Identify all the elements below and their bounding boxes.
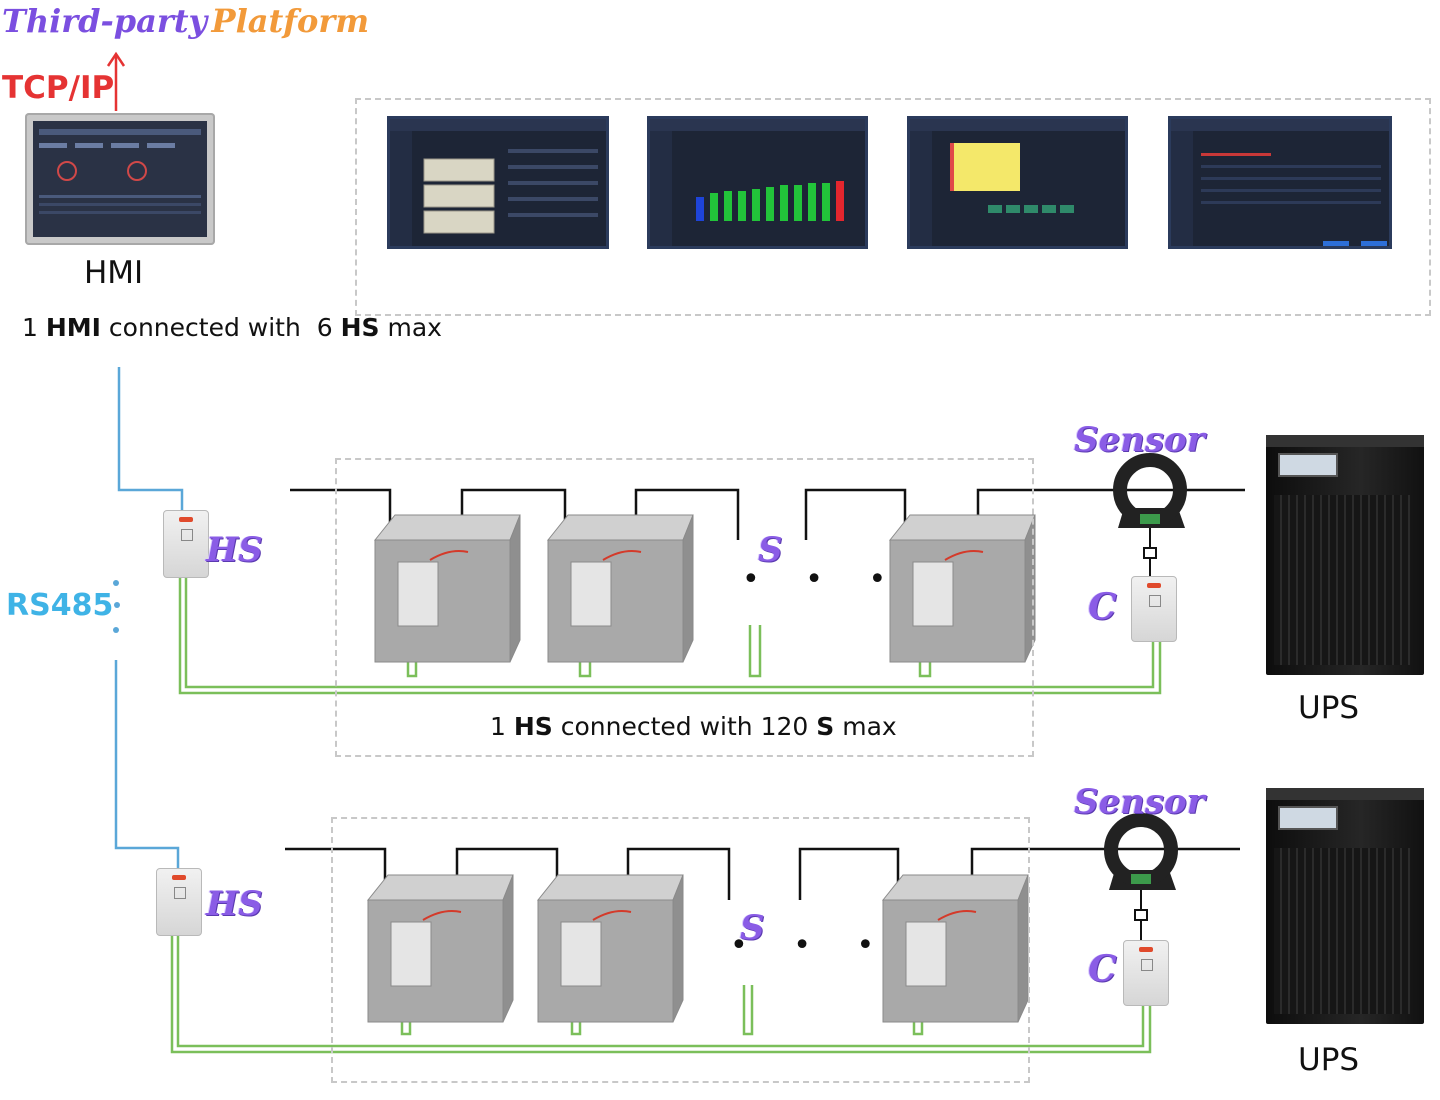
tcpip-arrow bbox=[106, 51, 126, 111]
battery bbox=[536, 874, 684, 1023]
battery bbox=[881, 874, 1029, 1023]
current-sensor-row2 bbox=[1104, 813, 1178, 890]
voltage-bar-chart-icon bbox=[696, 181, 844, 221]
ups-label-1: UPS bbox=[1298, 690, 1360, 726]
data-table-icon bbox=[950, 143, 1074, 213]
caption-text: connected with bbox=[560, 712, 753, 741]
hmi-label: HMI bbox=[84, 255, 144, 291]
c-tag-2: C bbox=[1088, 948, 1117, 990]
alarm-list-icon bbox=[1201, 153, 1387, 246]
caption-bold: HS bbox=[513, 712, 553, 741]
caption-text: max bbox=[387, 313, 442, 342]
caption-number: 1 bbox=[22, 313, 38, 342]
battery-rack-icon bbox=[423, 149, 598, 234]
sensor-tag-1: Sensor bbox=[1074, 420, 1205, 460]
caption-text: connected with bbox=[108, 313, 301, 342]
hs-caption: 1 HS connected with 120 S max bbox=[490, 712, 897, 741]
s-tag-2: S bbox=[740, 908, 765, 948]
tcpip-label: TCP/IP bbox=[2, 70, 115, 106]
hmi-caption: 1 HMI connected with 6 HS max bbox=[22, 313, 442, 342]
battery bbox=[888, 514, 1036, 663]
battery bbox=[546, 514, 694, 663]
current-sensor-row1 bbox=[1113, 453, 1187, 528]
battery bbox=[366, 874, 514, 1023]
battery-string-group-1 bbox=[335, 458, 1034, 757]
caption-text: max bbox=[842, 712, 897, 741]
battery-row2 bbox=[366, 874, 1029, 1023]
hs-tag-1: HS bbox=[206, 530, 263, 570]
hs-module-2 bbox=[156, 868, 202, 936]
ellipsis-2: • • • bbox=[730, 928, 893, 963]
hmi-screen-alarm-list bbox=[1168, 116, 1392, 249]
caption-bold: HS bbox=[340, 313, 380, 342]
rs485-gap-dots bbox=[113, 580, 120, 633]
title-third-party: Third-party bbox=[2, 2, 208, 40]
battery-row1 bbox=[373, 514, 1036, 663]
s-tag-1: S bbox=[758, 530, 783, 570]
hmi-screen-content bbox=[39, 129, 201, 214]
caption-bold: HMI bbox=[45, 313, 101, 342]
caption-bold: S bbox=[816, 712, 835, 741]
hmi-screen bbox=[33, 121, 207, 237]
hmi-screen-voltage-bars bbox=[647, 116, 868, 249]
hs-module-1 bbox=[163, 510, 209, 578]
rs485-bus-wires bbox=[114, 367, 184, 870]
rs485-label: RS485 bbox=[6, 588, 114, 623]
ups-cabinet-1 bbox=[1266, 435, 1424, 675]
hmi-screen-data-table bbox=[907, 116, 1128, 249]
platform-title: Third-party Platform bbox=[2, 2, 369, 40]
title-platform: Platform bbox=[211, 2, 370, 40]
caption-number: 120 bbox=[760, 712, 809, 741]
battery-red-leads bbox=[422, 550, 984, 921]
battery-string-group-2 bbox=[331, 817, 1030, 1083]
ups-label-2: UPS bbox=[1298, 1042, 1360, 1078]
c-module-1 bbox=[1131, 576, 1177, 642]
c-module-2 bbox=[1123, 940, 1169, 1006]
caption-number: 6 bbox=[316, 313, 333, 342]
sensor-tag-2: Sensor bbox=[1074, 782, 1205, 822]
ups-cabinet-2 bbox=[1266, 788, 1424, 1024]
battery bbox=[373, 514, 521, 663]
caption-number: 1 bbox=[490, 712, 506, 741]
hmi-device bbox=[25, 113, 215, 245]
hmi-screen-battery-rack bbox=[387, 116, 609, 249]
ellipsis-1: • • • bbox=[742, 562, 905, 597]
c-tag-1: C bbox=[1088, 586, 1117, 628]
hs-tag-2: HS bbox=[206, 884, 263, 924]
hmi-screens-group bbox=[355, 98, 1431, 316]
